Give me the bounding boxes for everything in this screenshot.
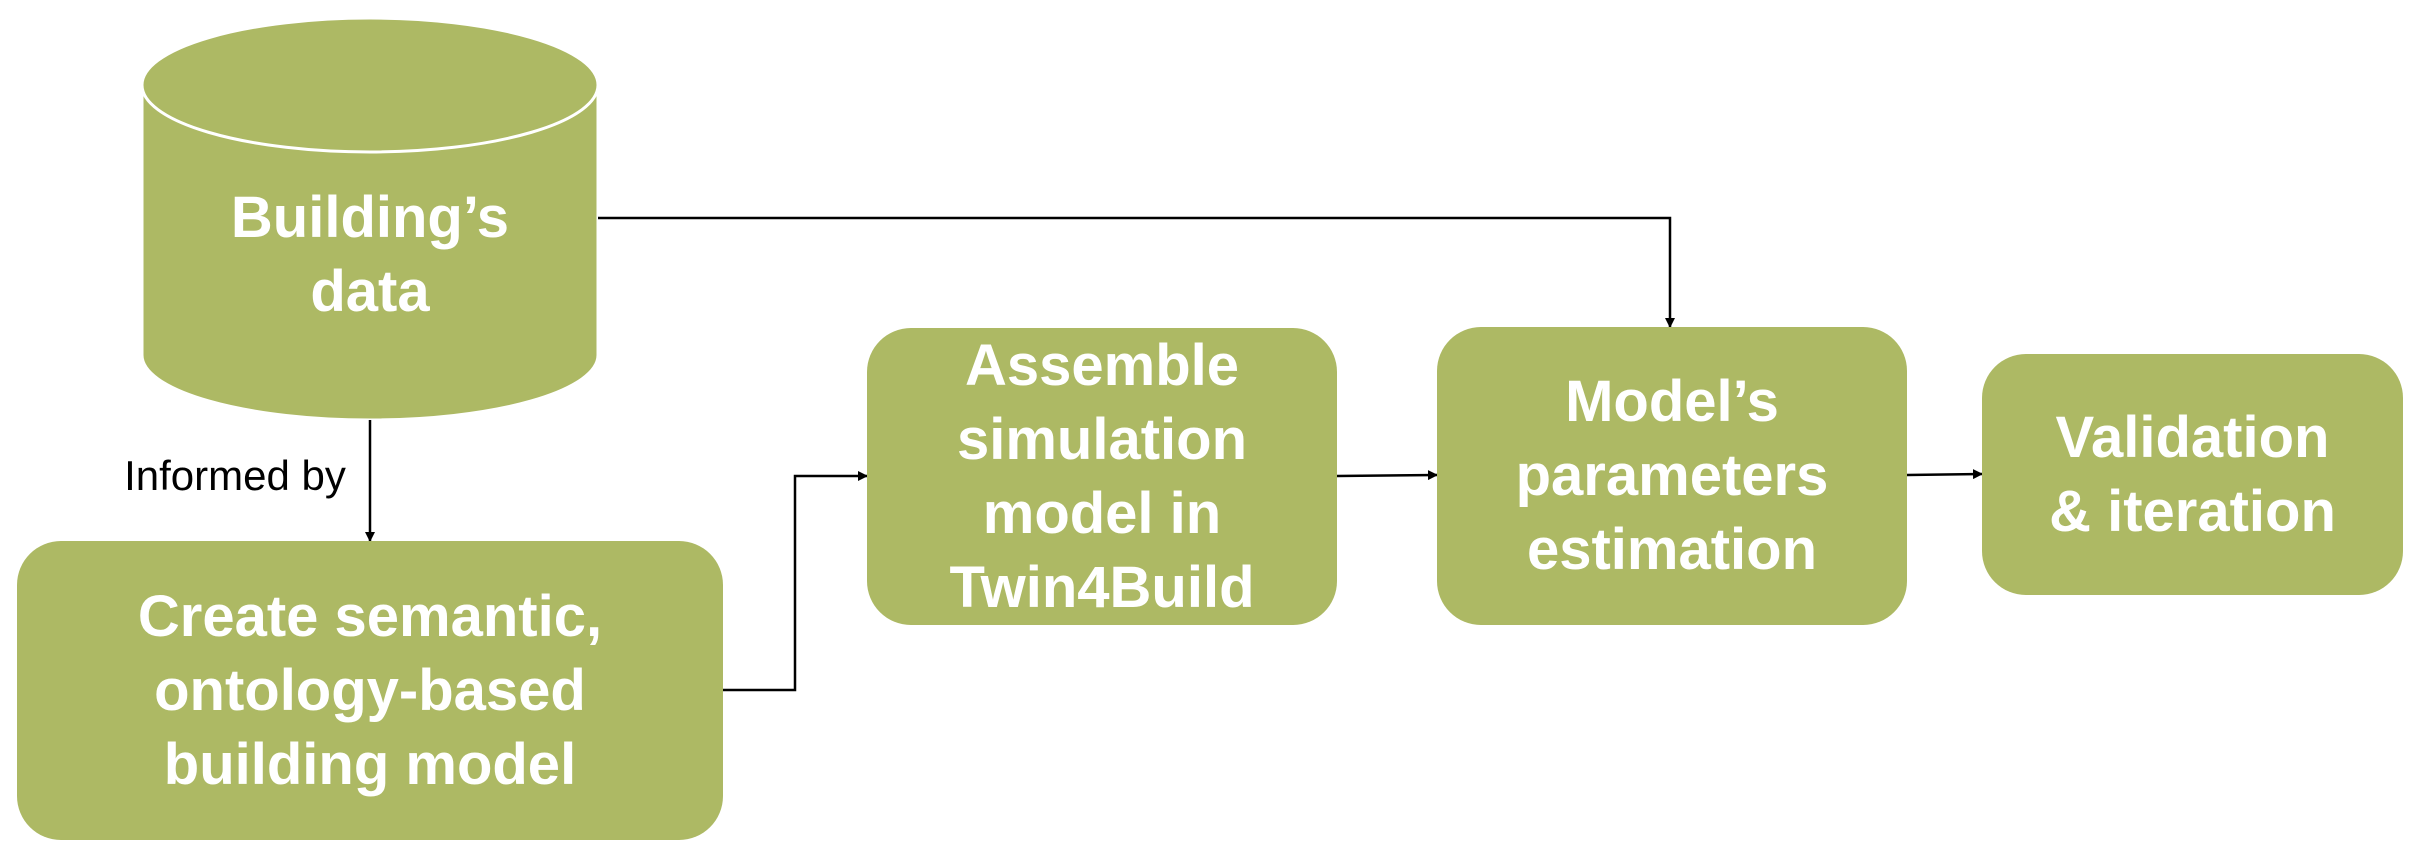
database-label: Building’s data (230, 185, 510, 324)
validation-box: Validation & iteration (1982, 354, 2403, 595)
arrow-parameters-to-validation (1906, 469, 1983, 480)
validation-label: Validation & iteration (2049, 404, 2336, 544)
assemble-simulation-label: Assemble simulation model in Twin4Build (949, 332, 1255, 620)
assemble-simulation-box: Assemble simulation model in Twin4Build (867, 328, 1337, 625)
parameter-estimation-box: Model’s parameters estimation (1437, 327, 1907, 625)
semantic-model-box: Create semantic, ontology-based building… (17, 541, 723, 840)
database-cylinder (140, 16, 600, 422)
informed-by-label: Informed by (124, 452, 346, 499)
parameter-estimation-label: Model’s parameters estimation (1515, 369, 1829, 582)
arrow-assemble-to-parameters (1336, 470, 1438, 481)
arrow-data-to-parameters (598, 216, 1675, 328)
semantic-model-label: Create semantic, ontology-based building… (137, 583, 603, 797)
arrow-semantic-to-assemble (723, 471, 868, 692)
